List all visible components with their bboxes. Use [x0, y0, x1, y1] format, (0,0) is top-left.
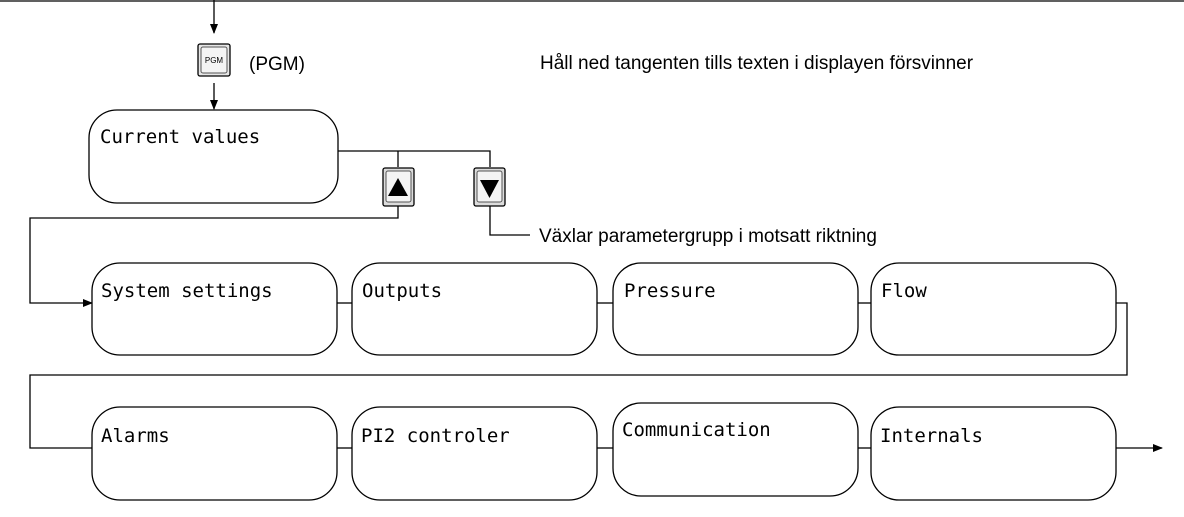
down-hint-leader [489, 206, 530, 236]
current-values-label: Current values [100, 126, 260, 148]
row2-label-3: Communication [622, 419, 771, 441]
up-arrow-key[interactable] [382, 167, 415, 207]
branch-line [338, 150, 491, 167]
row2-label-2: PI2 controler [361, 425, 510, 447]
row2-label-1: Alarms [101, 425, 170, 447]
row1-label-3: Pressure [624, 280, 716, 302]
row1-box-outputs: Outputs [351, 262, 598, 356]
up-to-row1-line [29, 206, 399, 307]
row2-box-pi2-controler: PI2 controler [351, 406, 598, 501]
row-wrap-line [29, 302, 1128, 449]
down-arrow-key[interactable] [473, 167, 506, 207]
row1-box-system-settings: System settings [91, 262, 338, 356]
row2-box-alarms: Alarms [91, 406, 338, 501]
row1-box-pressure: Pressure [612, 262, 859, 356]
pgm-caption: (PGM) [249, 54, 305, 75]
current-values-box: Current values [88, 109, 339, 204]
pgm-key-label: PGM [205, 56, 224, 65]
hold-hint: Håll ned tangenten tills texten i displa… [540, 53, 974, 74]
row1-label-2: Outputs [362, 280, 442, 302]
row2-label-4: Internals [880, 425, 983, 447]
row2-box-communication: Communication [612, 402, 859, 497]
row1-box-flow: Flow [870, 262, 1117, 356]
pgm-key[interactable]: PGM [197, 43, 231, 77]
up-triangle-icon [388, 178, 408, 196]
row1-label-4: Flow [881, 280, 927, 302]
row2-box-internals: Internals [870, 406, 1117, 501]
row1-label-1: System settings [101, 280, 273, 302]
down-triangle-icon [480, 180, 499, 198]
down-hint: Växlar parametergrupp i motsatt riktning [539, 226, 877, 247]
